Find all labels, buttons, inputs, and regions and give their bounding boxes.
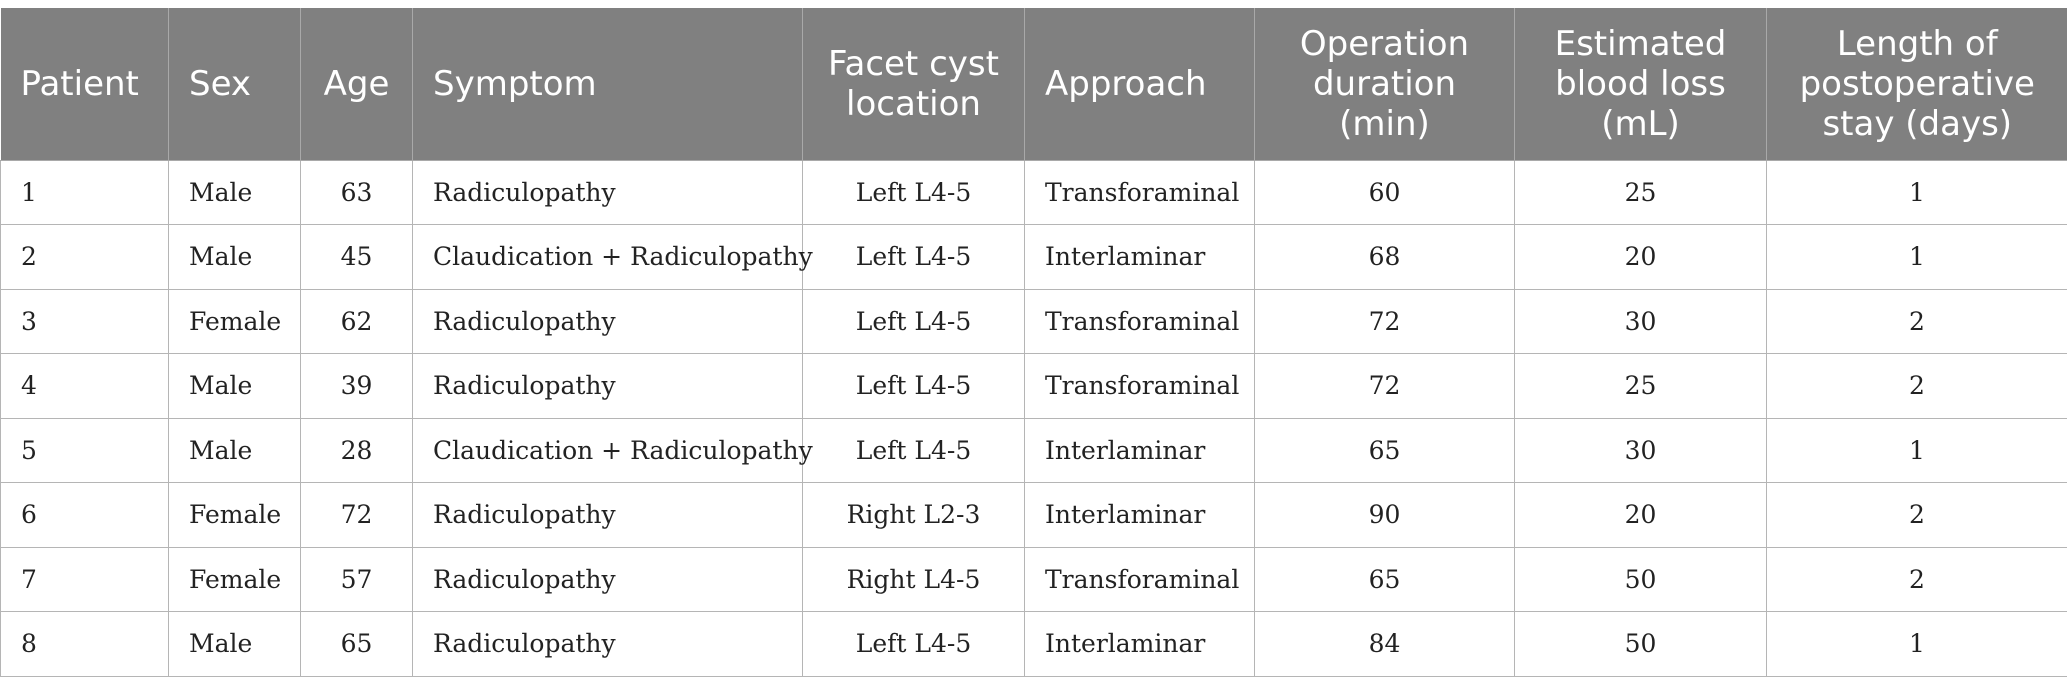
cell-stay: 1 [1766, 611, 2067, 677]
header-age: Age [300, 8, 413, 161]
header-symptom: Symptom [412, 8, 803, 161]
table-row: 5 Male 28 Claudication + Radiculopathy L… [0, 417, 2067, 483]
cell-sex: Male [168, 224, 301, 290]
cell-duration: 65 [1254, 546, 1515, 612]
header-estimated-blood-loss: Estimated blood loss (mL) [1514, 8, 1767, 161]
cell-blood-loss: 25 [1514, 353, 1767, 419]
header-postoperative-stay: Length of postoperative stay (days) [1766, 8, 2067, 161]
cell-duration: 68 [1254, 224, 1515, 290]
cell-stay: 2 [1766, 353, 2067, 419]
cell-sex: Male [168, 159, 301, 225]
cell-location: Left L4-5 [802, 159, 1025, 225]
cell-symptom: Radiculopathy [412, 353, 803, 419]
cell-stay: 2 [1766, 288, 2067, 354]
cell-blood-loss: 30 [1514, 288, 1767, 354]
header-patient: Patient [0, 8, 169, 161]
table-row: 7 Female 57 Radiculopathy Right L4-5 Tra… [0, 546, 2067, 612]
cell-symptom: Claudication + Radiculopathy [412, 224, 813, 290]
cell-sex: Male [168, 611, 301, 677]
cell-approach: Transforaminal [1024, 546, 1255, 612]
cell-blood-loss: 30 [1514, 417, 1767, 483]
cell-location: Left L4-5 [802, 417, 1025, 483]
header-sex: Sex [168, 8, 301, 161]
cell-duration: 60 [1254, 159, 1515, 225]
cell-age: 63 [300, 159, 413, 225]
cell-symptom: Radiculopathy [412, 611, 803, 677]
header-row: Patient Sex Age Symptom Facet cyst locat… [0, 8, 2067, 161]
cell-age: 28 [300, 417, 413, 483]
cell-blood-loss: 50 [1514, 611, 1767, 677]
cell-sex: Male [168, 417, 301, 483]
cell-stay: 1 [1766, 417, 2067, 483]
table-body: 1 Male 63 Radiculopathy Left L4-5 Transf… [0, 159, 2067, 677]
cell-patient: 1 [0, 159, 169, 225]
cell-sex: Female [168, 482, 301, 548]
header-approach: Approach [1024, 8, 1255, 161]
cell-patient: 6 [0, 482, 169, 548]
cell-duration: 72 [1254, 353, 1515, 419]
cell-duration: 84 [1254, 611, 1515, 677]
cell-stay: 1 [1766, 159, 2067, 225]
cell-location: Left L4-5 [802, 353, 1025, 419]
table-row: 6 Female 72 Radiculopathy Right L2-3 Int… [0, 482, 2067, 548]
cell-duration: 90 [1254, 482, 1515, 548]
cell-age: 57 [300, 546, 413, 612]
header-operation-duration: Operation duration (min) [1254, 8, 1515, 161]
cell-patient: 5 [0, 417, 169, 483]
cell-age: 45 [300, 224, 413, 290]
patient-data-table: Patient Sex Age Symptom Facet cyst locat… [0, 8, 2067, 677]
cell-stay: 2 [1766, 546, 2067, 612]
cell-approach: Transforaminal [1024, 159, 1255, 225]
cell-stay: 2 [1766, 482, 2067, 548]
cell-blood-loss: 20 [1514, 224, 1767, 290]
cell-location: Right L4-5 [802, 546, 1025, 612]
cell-approach: Interlaminar [1024, 611, 1255, 677]
cell-sex: Female [168, 546, 301, 612]
cell-age: 72 [300, 482, 413, 548]
cell-blood-loss: 20 [1514, 482, 1767, 548]
cell-approach: Transforaminal [1024, 353, 1255, 419]
cell-approach: Interlaminar [1024, 482, 1255, 548]
cell-approach: Transforaminal [1024, 288, 1255, 354]
cell-sex: Female [168, 288, 301, 354]
cell-duration: 65 [1254, 417, 1515, 483]
table-row: 4 Male 39 Radiculopathy Left L4-5 Transf… [0, 353, 2067, 419]
cell-age: 62 [300, 288, 413, 354]
cell-location: Left L4-5 [802, 288, 1025, 354]
header-facet-cyst-location: Facet cyst location [802, 8, 1025, 161]
cell-duration: 72 [1254, 288, 1515, 354]
cell-stay: 1 [1766, 224, 2067, 290]
cell-patient: 8 [0, 611, 169, 677]
cell-patient: 3 [0, 288, 169, 354]
table-row: 3 Female 62 Radiculopathy Left L4-5 Tran… [0, 288, 2067, 354]
table-header: Patient Sex Age Symptom Facet cyst locat… [0, 8, 2067, 161]
cell-symptom: Radiculopathy [412, 159, 803, 225]
table-row: 8 Male 65 Radiculopathy Left L4-5 Interl… [0, 611, 2067, 677]
cell-location: Left L4-5 [802, 224, 1025, 290]
cell-approach: Interlaminar [1024, 417, 1255, 483]
table-row: 1 Male 63 Radiculopathy Left L4-5 Transf… [0, 159, 2067, 225]
cell-blood-loss: 50 [1514, 546, 1767, 612]
table-row: 2 Male 45 Claudication + Radiculopathy L… [0, 224, 2067, 290]
cell-symptom: Radiculopathy [412, 482, 803, 548]
cell-age: 65 [300, 611, 413, 677]
cell-sex: Male [168, 353, 301, 419]
cell-patient: 4 [0, 353, 169, 419]
cell-symptom: Claudication + Radiculopathy [412, 417, 813, 483]
cell-age: 39 [300, 353, 413, 419]
cell-blood-loss: 25 [1514, 159, 1767, 225]
cell-location: Left L4-5 [802, 611, 1025, 677]
cell-symptom: Radiculopathy [412, 288, 803, 354]
cell-patient: 2 [0, 224, 169, 290]
cell-symptom: Radiculopathy [412, 546, 803, 612]
cell-location: Right L2-3 [802, 482, 1025, 548]
cell-approach: Interlaminar [1024, 224, 1255, 290]
cell-patient: 7 [0, 546, 169, 612]
